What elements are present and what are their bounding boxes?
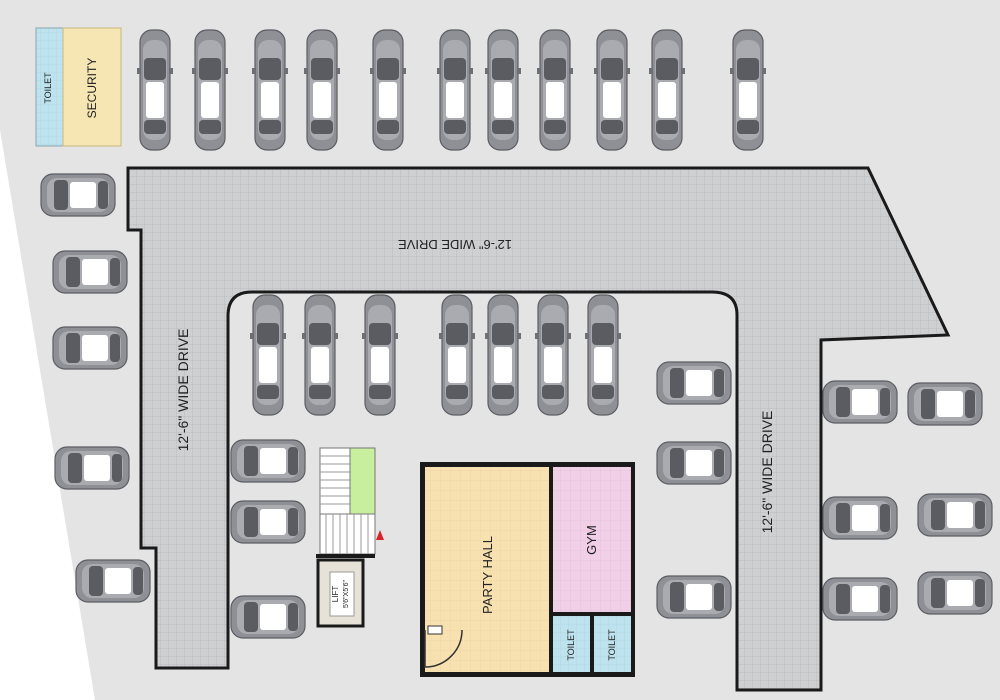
- car-inner-3: [361, 294, 399, 416]
- security-room: [62, 27, 122, 147]
- fire-extinguisher-icon: [376, 530, 384, 540]
- party-hall-label: PARTY HALL: [480, 536, 495, 614]
- drive-label-top: 12'-6" WIDE DRIVE: [398, 237, 512, 252]
- car-top-3: [251, 29, 289, 151]
- lift-label: LIFT: [331, 586, 340, 603]
- drive-label-left: 12'-6" WIDE DRIVE: [175, 329, 191, 452]
- car-left-3: [52, 326, 128, 370]
- toilet-room-top: [35, 27, 64, 147]
- toilet-label-a: TOILET: [566, 629, 576, 661]
- car-right-2: [907, 382, 983, 426]
- car-right-3: [822, 496, 898, 540]
- car-top-7: [484, 29, 522, 151]
- toilet-room-a: [553, 616, 590, 672]
- car-inner-5: [484, 294, 522, 416]
- car-top-9: [593, 29, 631, 151]
- car-right-6: [917, 571, 993, 615]
- car-inner-1: [249, 294, 287, 416]
- drive-area: [126, 166, 951, 692]
- toilet-label-top: TOILET: [43, 72, 53, 104]
- car-top-5: [369, 29, 407, 151]
- toilet-room-b: [594, 616, 631, 672]
- car-midright-3: [656, 575, 732, 619]
- car-top-11: [729, 29, 767, 151]
- gym-label: GYM: [584, 525, 599, 555]
- car-left-1: [40, 173, 116, 217]
- car-inner-7: [584, 294, 622, 416]
- drive-label-right: 12'-6" WIDE DRIVE: [759, 411, 775, 534]
- car-right-5: [822, 577, 898, 621]
- car-top-1: [136, 29, 174, 151]
- car-top-10: [648, 29, 686, 151]
- car-top-8: [536, 29, 574, 151]
- car-right-1: [822, 380, 898, 424]
- lift-size-label: 5'6"X5'6": [343, 580, 350, 608]
- staircase: [316, 447, 376, 558]
- car-innerleft-2: [230, 500, 306, 544]
- car-top-6: [436, 29, 474, 151]
- car-top-2: [191, 29, 229, 151]
- parking-column-inner-left: [230, 439, 306, 639]
- car-top-4: [303, 29, 341, 151]
- car-innerleft-1: [230, 439, 306, 483]
- car-inner-4: [438, 294, 476, 416]
- party-hall-room: [425, 467, 549, 672]
- car-left-2: [52, 250, 128, 294]
- toilet-label-b: TOILET: [607, 629, 617, 661]
- car-innerleft-3: [230, 595, 306, 639]
- car-inner-6: [534, 294, 572, 416]
- party-hall-door: [424, 629, 463, 668]
- gym-room: [553, 467, 631, 612]
- car-inner-2: [301, 294, 339, 416]
- car-right-4: [917, 493, 993, 537]
- security-label: SECURITY: [85, 58, 99, 119]
- car-left-5: [75, 559, 151, 603]
- car-midright-1: [656, 361, 732, 405]
- car-midright-2: [656, 441, 732, 485]
- car-left-4: [54, 446, 130, 490]
